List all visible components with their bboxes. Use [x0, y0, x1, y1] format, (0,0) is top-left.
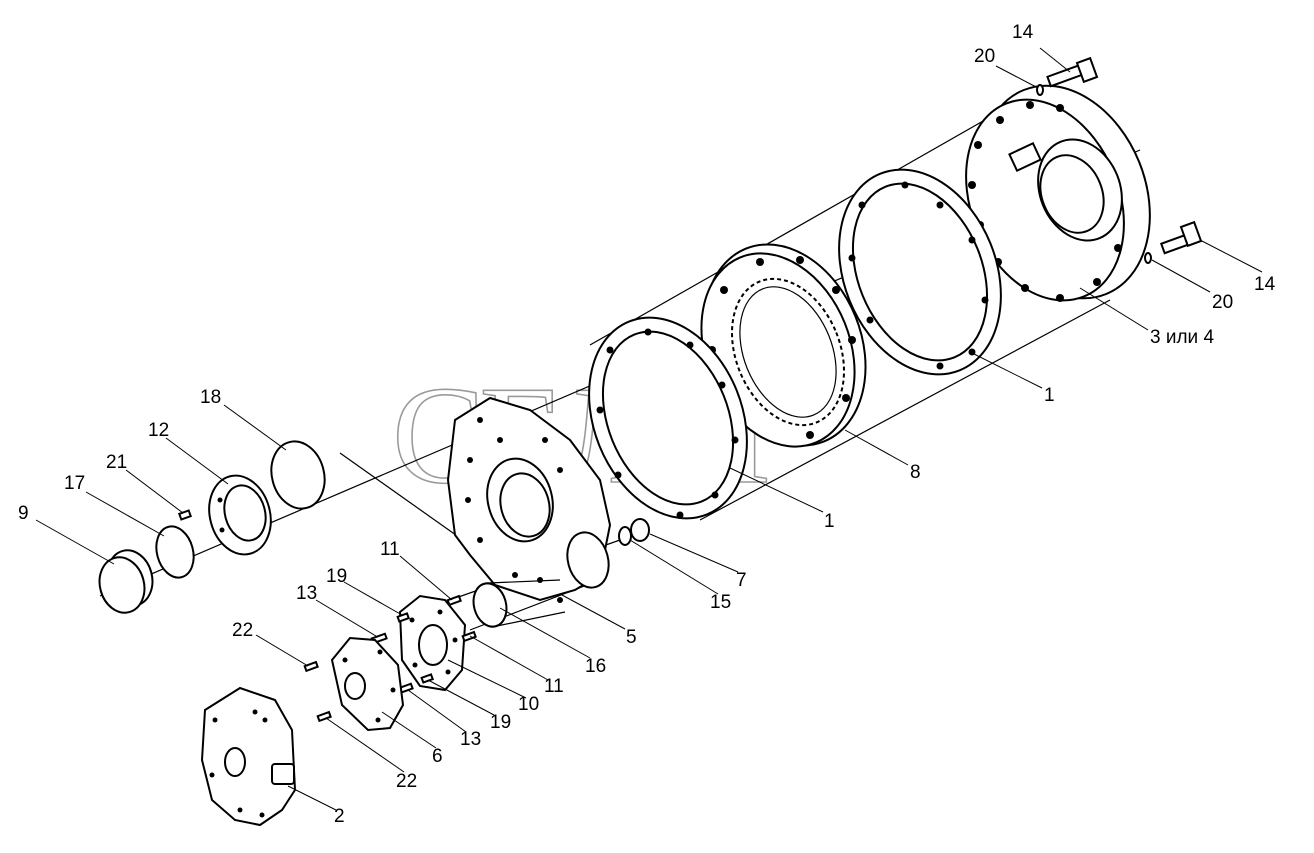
end-cover-part-2	[200, 686, 297, 827]
screw-part-19-top	[396, 612, 411, 623]
main-housing-part-5	[446, 396, 612, 603]
callout-13-bottom: 13	[460, 729, 481, 750]
callout-14-top: 14	[1012, 22, 1034, 43]
o-ring-part-17	[155, 525, 195, 579]
screw-part-19-bottom	[420, 673, 435, 684]
callout-9: 9	[18, 503, 29, 524]
callout-11-bottom: 11	[544, 676, 564, 697]
callout-16: 16	[585, 656, 606, 677]
callout-20-right: 20	[1212, 292, 1233, 313]
seal-ring-part-18	[270, 440, 326, 510]
callout-10: 10	[518, 694, 539, 715]
callout-11-top: 11	[380, 539, 400, 560]
pin-part-21	[177, 509, 193, 521]
callout-6: 6	[432, 746, 443, 767]
callout-12: 12	[148, 420, 169, 441]
callout-7: 7	[736, 570, 747, 591]
plate-part-6	[330, 636, 405, 732]
bolt-14-right	[1159, 220, 1203, 255]
callout-21: 21	[106, 452, 127, 473]
flange-part-12	[208, 474, 272, 556]
callout-8: 8	[910, 462, 921, 483]
pin-part-22-bottom	[316, 710, 332, 723]
callout-17: 17	[64, 473, 85, 494]
callout-15: 15	[710, 592, 731, 613]
callout-13-top: 13	[296, 583, 317, 604]
gasket-part-1-left	[588, 316, 748, 520]
plate-part-10	[398, 594, 467, 692]
callout-1-right: 1	[1044, 385, 1055, 406]
gasket-part-1-right	[838, 168, 1002, 376]
bolt-14-top	[1046, 56, 1099, 88]
callout-20-top: 20	[974, 46, 995, 67]
callout-19-top: 19	[326, 566, 347, 587]
plug-part-7	[630, 518, 650, 542]
pin-part-11-top	[446, 594, 462, 607]
pin-part-11-bottom	[461, 630, 477, 643]
callout-3-or-4: 3 или 4	[1150, 327, 1214, 348]
callout-14-right: 14	[1254, 274, 1276, 295]
housing-cover-part-3-4	[965, 84, 1151, 302]
callout-5: 5	[626, 627, 637, 648]
callout-labels: 14 20 14 20 3 или 4 1 8 1 18 12 21 17 9 …	[18, 22, 1276, 827]
callout-18: 18	[200, 387, 221, 408]
sleeve-part-16	[472, 579, 566, 628]
washer-20-top	[1036, 84, 1044, 96]
callout-22-top: 22	[232, 620, 253, 641]
cap-part-9	[98, 549, 154, 614]
callout-2: 2	[334, 806, 345, 827]
callout-22-bottom: 22	[396, 771, 417, 792]
pin-part-22-top	[303, 660, 319, 673]
callout-19-bottom: 19	[490, 712, 511, 733]
callout-leaders	[35, 47, 1263, 811]
callout-1-left: 1	[824, 511, 835, 532]
washer-20-right	[1144, 252, 1152, 264]
o-ring-part-15	[618, 526, 632, 546]
